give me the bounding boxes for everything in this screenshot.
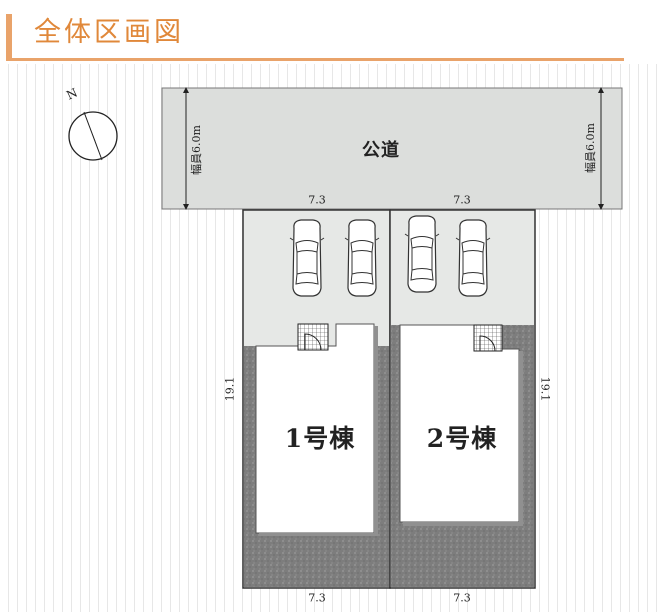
lot-2-frontage-label: 7.3: [453, 193, 471, 207]
entrance-1-door-swing: [304, 333, 322, 351]
unit-1-label: 1号棟: [284, 424, 356, 453]
page-title: 全体区画図: [34, 17, 184, 48]
entrance-2-door-swing: [479, 335, 496, 352]
lot-1-frontage-label: 7.3: [308, 193, 326, 207]
road-name: 公道: [362, 140, 400, 161]
car-3: [404, 215, 440, 293]
road-width-label-left: 幅員6.0m: [190, 125, 203, 175]
car-2: [344, 219, 380, 297]
lot-2-depth-label: 19.1: [538, 376, 552, 402]
lot-1-depth-label: 19.1: [223, 376, 237, 402]
road-width-label-right: 幅員6.0m: [584, 123, 597, 173]
lot-1-rear-label: 7.3: [308, 591, 326, 605]
car-1: [289, 219, 325, 297]
header-underline: [6, 58, 624, 61]
header: 全体区画図: [0, 0, 662, 64]
car-4: [455, 219, 491, 297]
house-1: [255, 323, 375, 534]
lot-1: [242, 209, 391, 589]
entrance-1: [297, 323, 329, 351]
north-arrow-icon: [68, 111, 118, 161]
header-accent-bar: [6, 14, 12, 58]
lot-2-rear-label: 7.3: [453, 591, 471, 605]
unit-2-label: 2号棟: [426, 424, 498, 453]
public-road: [161, 87, 623, 210]
